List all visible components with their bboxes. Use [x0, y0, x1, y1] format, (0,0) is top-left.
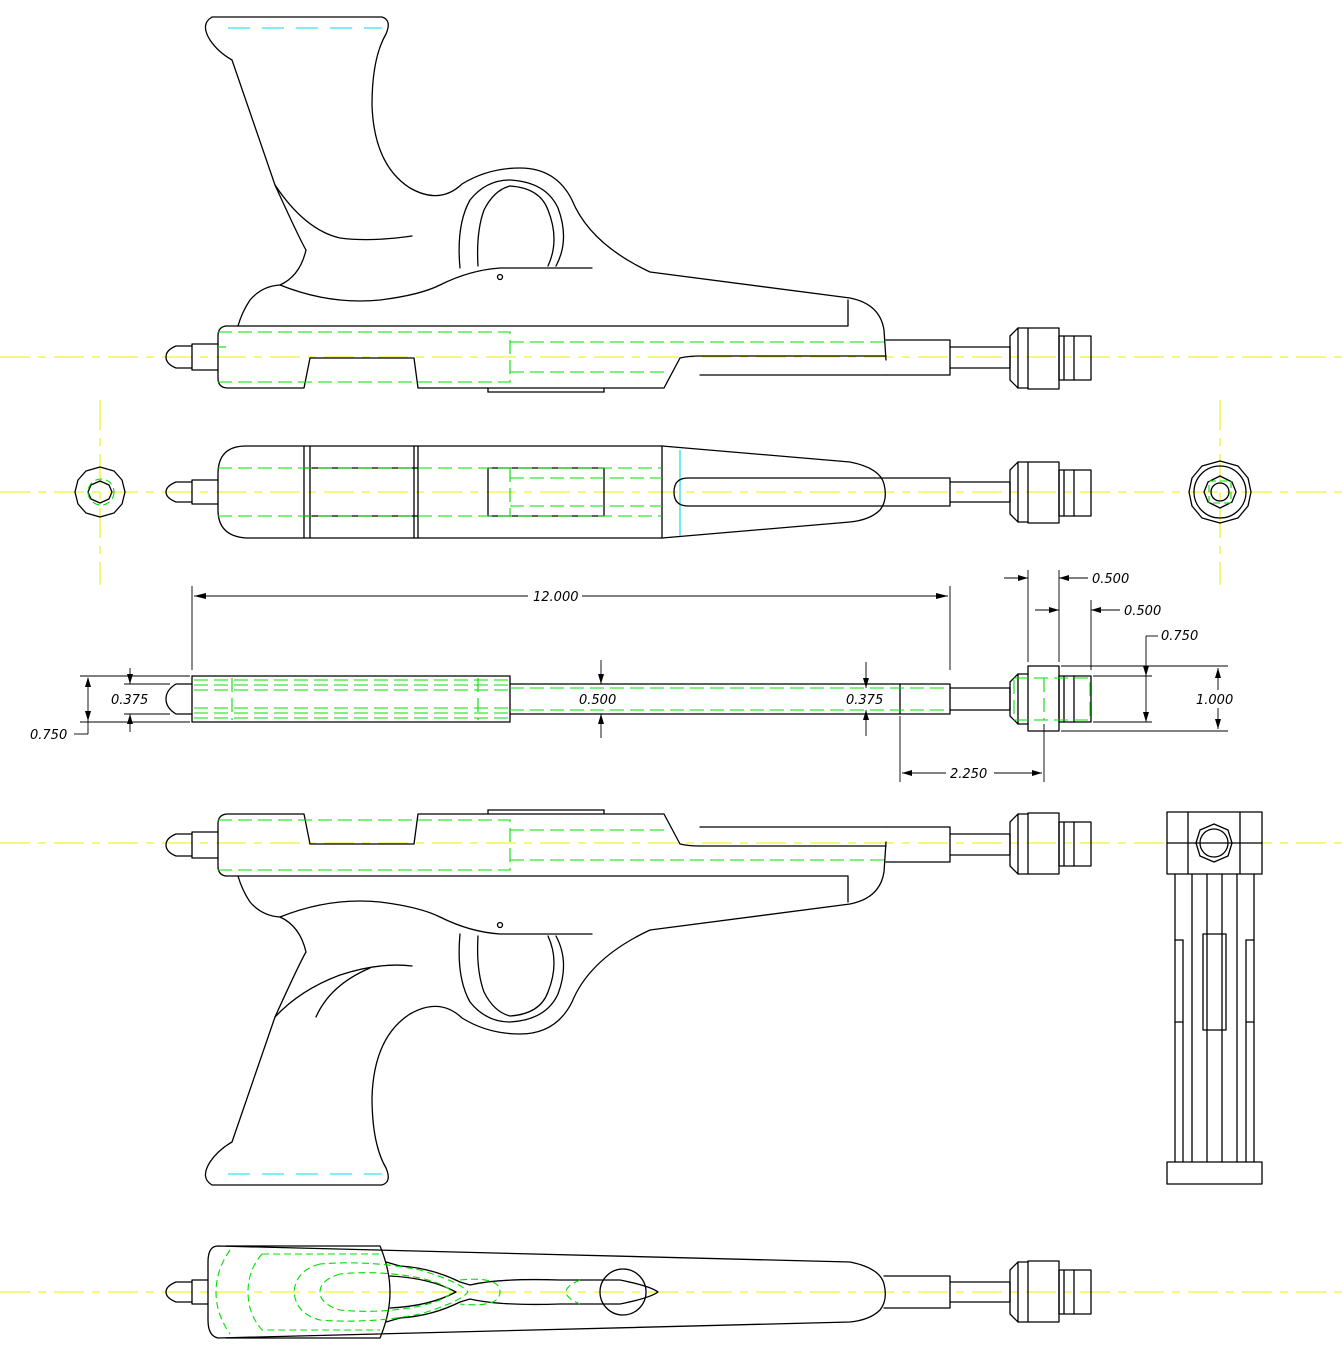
rear-end-view [74, 466, 126, 518]
dim-barrel-rear-outer: 0.750 [30, 728, 67, 743]
dimensions: 12.000 0.500 0.500 0.750 1.000 [30, 570, 1233, 782]
side-view-top [165, 16, 1092, 393]
bottom-view [165, 1245, 1092, 1339]
top-view [165, 445, 1092, 539]
dim-collar-width-a: 0.500 [1092, 572, 1129, 587]
dim-collar-inner: 0.750 [1161, 629, 1198, 644]
dim-collar-width-b: 0.500 [1124, 604, 1161, 619]
side-view-bottom [165, 809, 1092, 1186]
dim-barrel-mid: 0.500 [579, 693, 616, 708]
front-grip-view [1166, 811, 1263, 1185]
barrel-detail [165, 665, 1092, 732]
dim-barrel-front-inner: 0.375 [846, 693, 883, 708]
dim-overall-length: 12.000 [533, 590, 579, 605]
center-lines [0, 356, 1342, 1293]
dim-barrel-rear-inner: 0.375 [111, 693, 148, 708]
dim-collar-outer: 1.000 [1196, 693, 1233, 708]
front-end-view [1188, 460, 1252, 524]
dim-muzzle-offset: 2.250 [950, 767, 987, 782]
